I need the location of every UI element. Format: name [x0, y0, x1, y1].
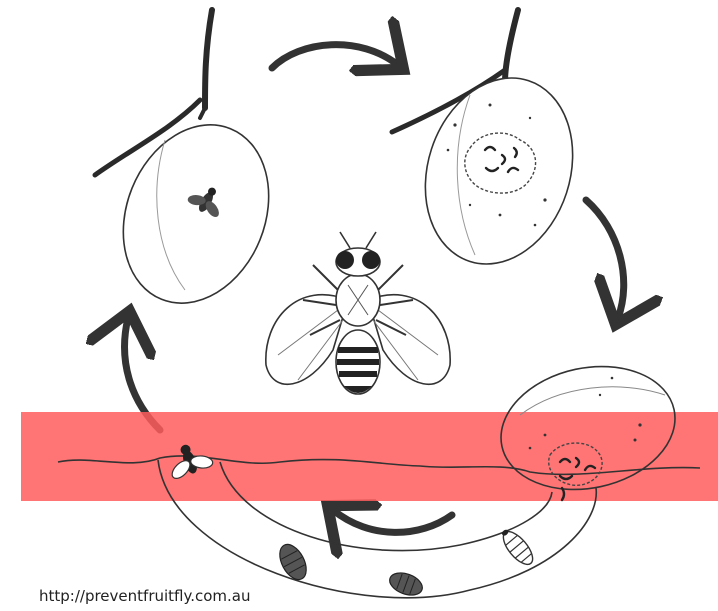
source-url: http://preventfruitfly.com.au	[39, 587, 251, 605]
pupa-icon	[274, 540, 311, 584]
pupa-icon	[387, 569, 426, 599]
arrow-right	[586, 200, 624, 318]
larva-icon	[497, 525, 538, 569]
infested-fruit	[402, 59, 596, 284]
fruit-fly-icon	[266, 232, 450, 394]
highlight-band	[21, 412, 718, 501]
arrow-top	[272, 45, 398, 68]
pupae	[274, 540, 425, 599]
fruit-with-adult-fly	[98, 103, 295, 325]
larva	[497, 525, 538, 569]
arrow-bottom	[333, 510, 452, 532]
